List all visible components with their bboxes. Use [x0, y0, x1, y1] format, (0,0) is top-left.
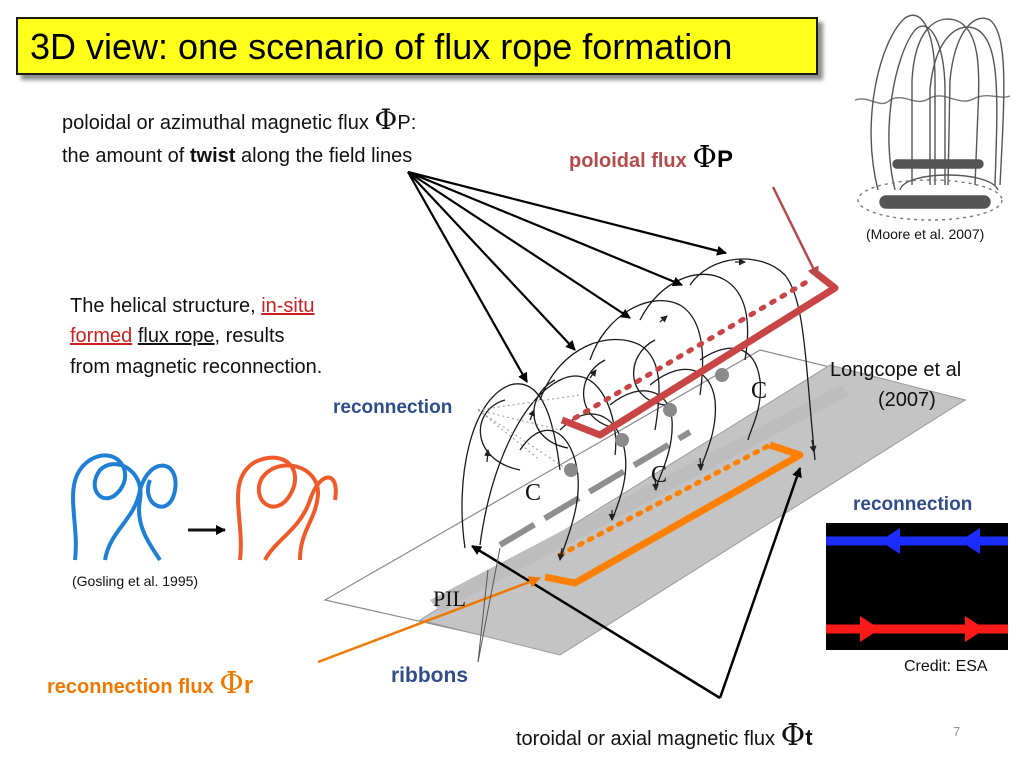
esa-blue-field [826, 528, 1008, 554]
page-number: 7 [953, 724, 961, 739]
results-word: , results [214, 325, 285, 347]
helical-line1: The helical structure, in-situ [70, 292, 315, 320]
pil-label: PIL [433, 586, 466, 611]
reconnection-flux-dotted [557, 442, 773, 558]
reconnection-flux-label: reconnection flux Φr [47, 666, 253, 701]
moore-sketch [854, 14, 1011, 221]
c-label-2: C [651, 462, 668, 488]
toroidal-text: toroidal or axial magnetic flux [516, 728, 776, 750]
helical-a: The helical structure, [70, 295, 256, 317]
reconnection-label-left: reconnection [333, 397, 453, 418]
ribbons-label: ribbons [391, 664, 468, 687]
loop-arrowheads [484, 258, 817, 561]
poloidal-description-line1: poloidal or azimuthal magnetic flux ΦP: [62, 106, 416, 137]
title-box: 3D view: one scenario of flux rope forma… [16, 17, 818, 75]
flux-rope-dotted [572, 277, 813, 421]
ribbons-pointer-lines [477, 547, 501, 663]
poloidal-description-line2: the amount of twist along the field line… [62, 142, 412, 170]
longcope-line1: Longcope et al [830, 359, 962, 381]
flux-rope [560, 267, 839, 439]
left-footpoint-ribbon [498, 429, 692, 548]
toroidal-sub: t [805, 725, 813, 750]
phi-subscript: P [397, 112, 411, 134]
gosling-caption: (Gosling et al. 1995) [72, 573, 199, 589]
reconnection-flux-arrow [317, 576, 541, 664]
poloidal-flux-text: poloidal flux [569, 150, 687, 172]
c-label-3: C [525, 480, 542, 506]
reconnection-guides [477, 394, 581, 471]
reconnection-flux-loop [544, 441, 804, 587]
reconnection-points [564, 368, 729, 477]
helical-line3: from magnetic reconnection. [70, 356, 323, 378]
phi-symbol: Φ [374, 103, 398, 136]
c-label-1: C [751, 378, 768, 404]
toroidal-phi: Φ [780, 718, 806, 753]
formed-word: formed [70, 325, 133, 347]
reconnection-flux-text: reconnection flux [47, 676, 214, 698]
flux-rope-word: flux rope [137, 325, 215, 347]
moore-caption: (Moore et al. 2007) [866, 226, 985, 242]
credit-esa: Credit: ESA [904, 658, 988, 675]
reconnection-label-right: reconnection [853, 494, 973, 515]
colon: : [410, 112, 417, 134]
slide-title: 3D view: one scenario of flux rope forma… [30, 26, 733, 67]
poloidal-pointer-arrows [407, 170, 727, 383]
longcope-line2: (2007) [878, 389, 936, 411]
toroidal-pointer-arrows [471, 467, 802, 700]
poloidal-sub: P [716, 146, 733, 173]
helical-line2: formed flux rope, results [70, 322, 285, 350]
twist-word: twist [189, 145, 236, 167]
reconnection-phi: Φ [219, 666, 244, 701]
poloidal-flux-arrow [771, 186, 820, 279]
esa-red-field [826, 616, 1008, 642]
pil-region [430, 385, 850, 612]
poloidal-desc-c: along the field lines [241, 145, 413, 167]
poloidal-phi: Φ [692, 140, 717, 175]
poloidal-flux-label: poloidal flux ΦP [569, 140, 733, 175]
poloidal-desc-text: poloidal or azimuthal magnetic flux [62, 112, 369, 134]
gosling-sketch [71, 453, 338, 562]
toroidal-label: toroidal or axial magnetic flux Φt [516, 721, 813, 753]
poloidal-desc-a: the amount of [62, 145, 185, 167]
reconnection-sub: r [243, 672, 254, 699]
in-situ-link: in-situ [261, 295, 315, 317]
